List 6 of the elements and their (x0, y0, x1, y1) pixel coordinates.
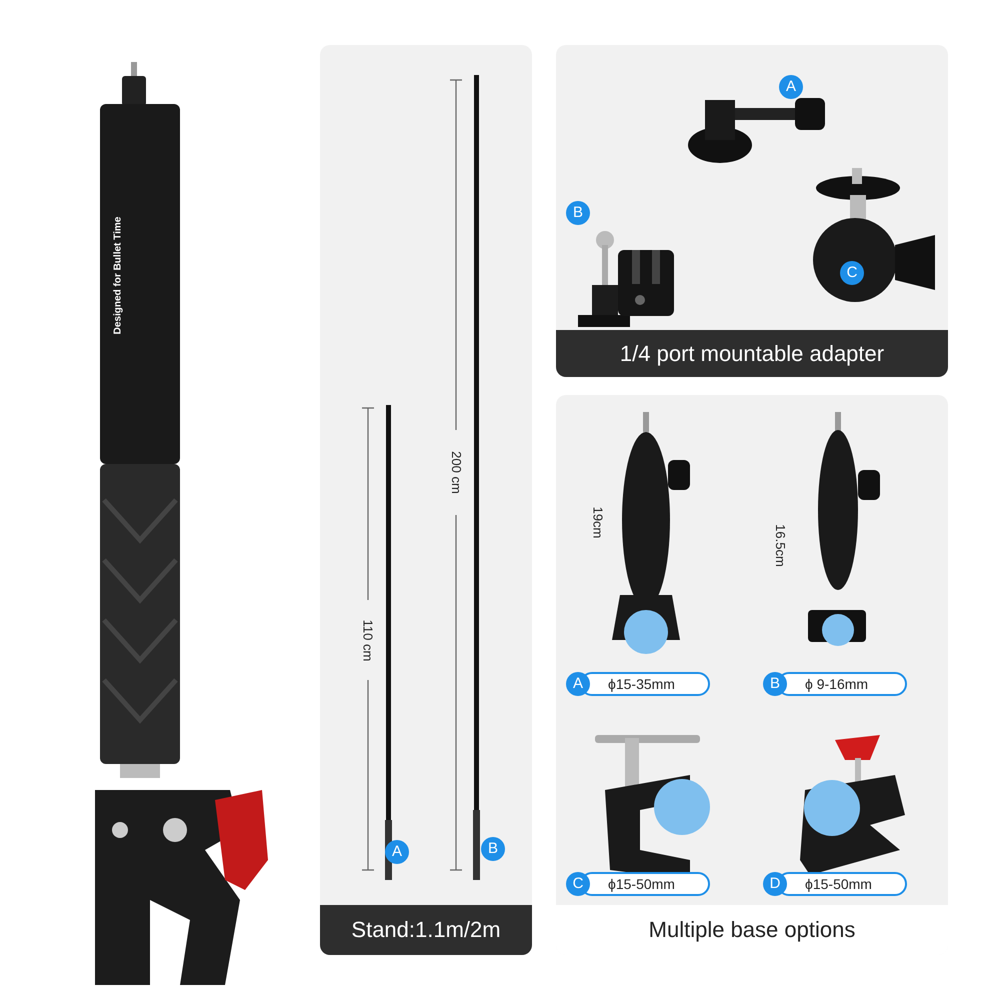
caption-bar: Multiple base options (556, 905, 948, 955)
caption-bar: 1/4 port mountable adapter (556, 330, 948, 377)
dimension-label: 110 cm (360, 619, 376, 661)
caption-bar: Stand:1.1m/2m (320, 905, 532, 955)
printed-text: Designed for Bullet Time (112, 216, 124, 334)
dimension-label: 19cm (590, 506, 606, 538)
